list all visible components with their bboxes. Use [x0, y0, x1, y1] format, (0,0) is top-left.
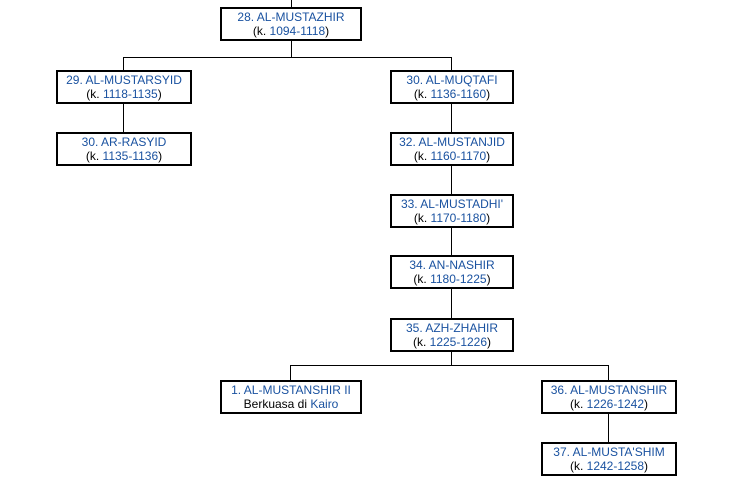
reign-year-link[interactable]: 1135-1136 — [102, 149, 159, 163]
node-reign: (k. 1160-1170) — [413, 149, 491, 163]
node-reign: (k. 1225-1226) — [412, 335, 492, 349]
reign-year-link[interactable]: 1170-1180 — [430, 211, 487, 225]
node-al-mustarsyid: 29. AL-MUSTARSYID (k. 1118-1135) — [56, 70, 192, 104]
reign-year-link[interactable]: 1118-1135 — [102, 87, 158, 101]
kairo-link[interactable]: Kairo — [310, 397, 339, 411]
node-reign: (k. 1118-1135) — [86, 87, 162, 101]
node-al-muqtafi: 30. AL-MUQTAFI (k. 1136-1160) — [390, 70, 514, 104]
node-name-link[interactable]: 32. AL-MUSTANJID — [399, 135, 505, 149]
reign-year-link[interactable]: 1180-1225 — [430, 272, 487, 286]
reign-year-link[interactable]: 1225-1226 — [429, 335, 488, 349]
reign-year-link[interactable]: 1136-1160 — [430, 87, 487, 101]
node-al-mustadhi: 33. AL-MUSTADHI' (k. 1170-1180) — [390, 194, 514, 228]
node-name-link[interactable]: 29. AL-MUSTARSYID — [66, 73, 182, 87]
node-name-link[interactable]: 36. AL-MUSTANSHIR — [550, 383, 668, 397]
node-al-mustanshir-ii: 1. AL-MUSTANSHIR II Berkuasa di Kairo — [220, 380, 362, 414]
node-reign: (k. 1180-1225) — [413, 272, 491, 286]
reign-year-link[interactable]: 1094-1118 — [269, 24, 326, 38]
node-name-link[interactable]: 37. AL-MUSTA'SHIM — [553, 445, 665, 459]
node-azh-zhahir: 35. AZH-ZHAHIR (k. 1225-1226) — [390, 318, 514, 352]
node-reign: Berkuasa di Kairo — [243, 397, 339, 411]
node-name-link[interactable]: 33. AL-MUSTADHI' — [400, 197, 504, 211]
reign-year-link[interactable]: 1226-1242 — [586, 397, 645, 411]
node-reign: (k. 1135-1136) — [85, 149, 163, 163]
node-name-link[interactable]: 30. AR-RASYID — [81, 135, 167, 149]
node-name-link[interactable]: 28. AL-MUSTAZHIR — [237, 10, 345, 24]
node-reign: (k. 1226-1242) — [569, 397, 649, 411]
node-al-mustazhir: 28. AL-MUSTAZHIR (k. 1094-1118) — [220, 7, 362, 41]
node-reign: (k. 1136-1160) — [413, 87, 491, 101]
node-al-mustashim: 37. AL-MUSTA'SHIM (k. 1242-1258) — [541, 442, 677, 476]
reign-year-link[interactable]: 1242-1258 — [586, 459, 645, 473]
node-al-mustanjid: 32. AL-MUSTANJID (k. 1160-1170) — [390, 132, 514, 166]
node-ar-rasyid: 30. AR-RASYID (k. 1135-1136) — [56, 132, 192, 166]
node-reign: (k. 1094-1118) — [252, 24, 330, 38]
node-name-link[interactable]: 30. AL-MUQTAFI — [406, 73, 498, 87]
node-name-link[interactable]: 1. AL-MUSTANSHIR II — [231, 383, 351, 397]
node-an-nashir: 34. AN-NASHIR (k. 1180-1225) — [390, 255, 514, 289]
node-reign: (k. 1242-1258) — [569, 459, 649, 473]
node-al-mustanshir: 36. AL-MUSTANSHIR (k. 1226-1242) — [541, 380, 677, 414]
node-name-link[interactable]: 34. AN-NASHIR — [409, 258, 495, 272]
node-reign: (k. 1170-1180) — [413, 211, 491, 225]
node-name-link[interactable]: 35. AZH-ZHAHIR — [405, 321, 498, 335]
reign-year-link[interactable]: 1160-1170 — [430, 149, 487, 163]
